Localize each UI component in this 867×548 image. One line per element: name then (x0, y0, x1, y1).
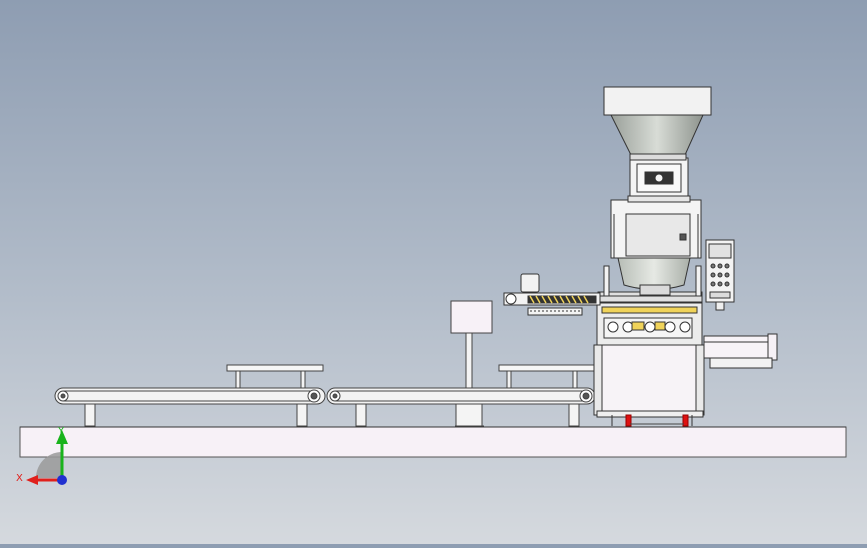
base-platform[interactable] (19, 426, 847, 458)
z-axis-icon (57, 475, 67, 485)
discharge-chute[interactable] (703, 333, 778, 369)
filling-machine[interactable] (503, 157, 705, 427)
weighing-scale[interactable] (450, 300, 493, 427)
control-panel[interactable] (705, 239, 735, 311)
triad-x-label: X (16, 473, 23, 484)
y-axis-arrow-icon (56, 430, 68, 444)
left-conveyor[interactable] (54, 364, 326, 427)
x-axis-arrow-icon (26, 475, 38, 485)
coordinate-triad (26, 430, 68, 485)
hopper[interactable] (603, 86, 712, 161)
triad-y-label: Y (57, 426, 65, 437)
